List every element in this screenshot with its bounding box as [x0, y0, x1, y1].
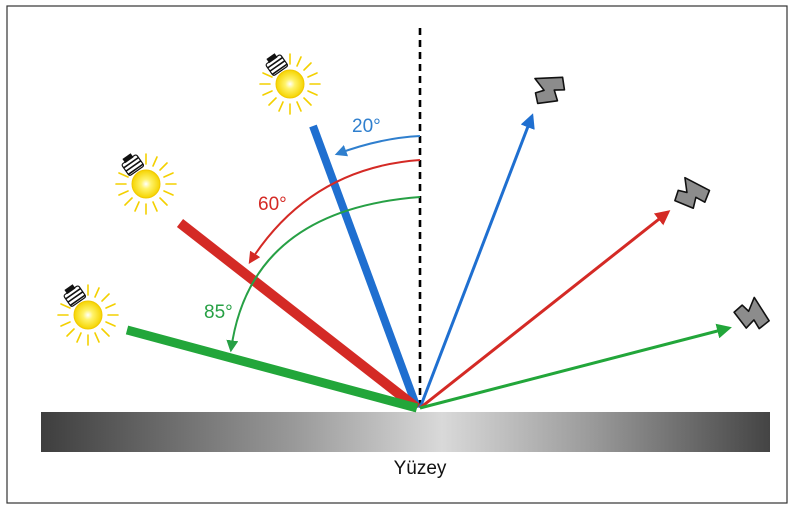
angle-label-60: 60°	[258, 194, 287, 215]
angle-label-85: 85°	[204, 302, 233, 323]
incident-beam-85	[125, 325, 419, 413]
angle-arc-60	[248, 159, 421, 265]
angle-arc-85	[226, 196, 421, 353]
reflected-beam-20	[418, 113, 535, 409]
reflected-beam-60	[419, 210, 671, 410]
angle-arc-20	[334, 135, 421, 157]
reflected-beam-85	[419, 323, 732, 410]
incident-beam-60	[176, 219, 421, 412]
angle-label-20: 20°	[352, 116, 381, 137]
surface-bar	[41, 412, 770, 452]
incident-beam-20	[309, 124, 421, 410]
surface-label: Yüzey	[394, 458, 447, 479]
